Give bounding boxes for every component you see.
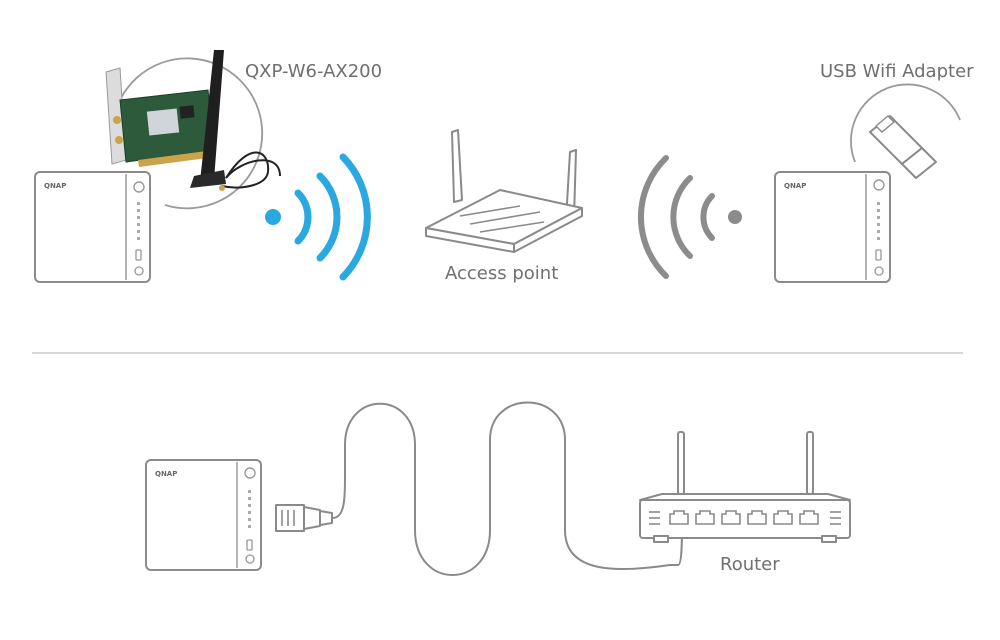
nas-logo: QNAP (155, 470, 177, 478)
nas-bottom: QNAP (145, 459, 262, 571)
router-icon (639, 431, 851, 543)
zoom-circle-usb (850, 83, 961, 163)
wifi-waves-icon (265, 153, 371, 281)
label-usb-adapter: USB Wifi Adapter (820, 61, 974, 82)
wifi-waves-gray (637, 155, 742, 279)
label-router: Router (720, 554, 780, 575)
nas-left-top: QNAP (34, 171, 151, 283)
cable-icon (331, 401, 683, 576)
nas-logo: QNAP (784, 182, 806, 190)
zoom-circle-card (119, 57, 264, 210)
label-qxp-card: QXP-W6-AX200 (245, 61, 383, 82)
nas-logo: QNAP (44, 182, 66, 190)
ethernet-plug-icon (275, 504, 333, 532)
antenna-icon (190, 50, 281, 191)
label-access-point: Access point (445, 263, 559, 284)
access-point-icon (425, 129, 583, 253)
nas-right-top: QNAP (774, 171, 891, 283)
pcie-card-icon (105, 67, 215, 167)
usb-adapter-icon (869, 115, 937, 179)
